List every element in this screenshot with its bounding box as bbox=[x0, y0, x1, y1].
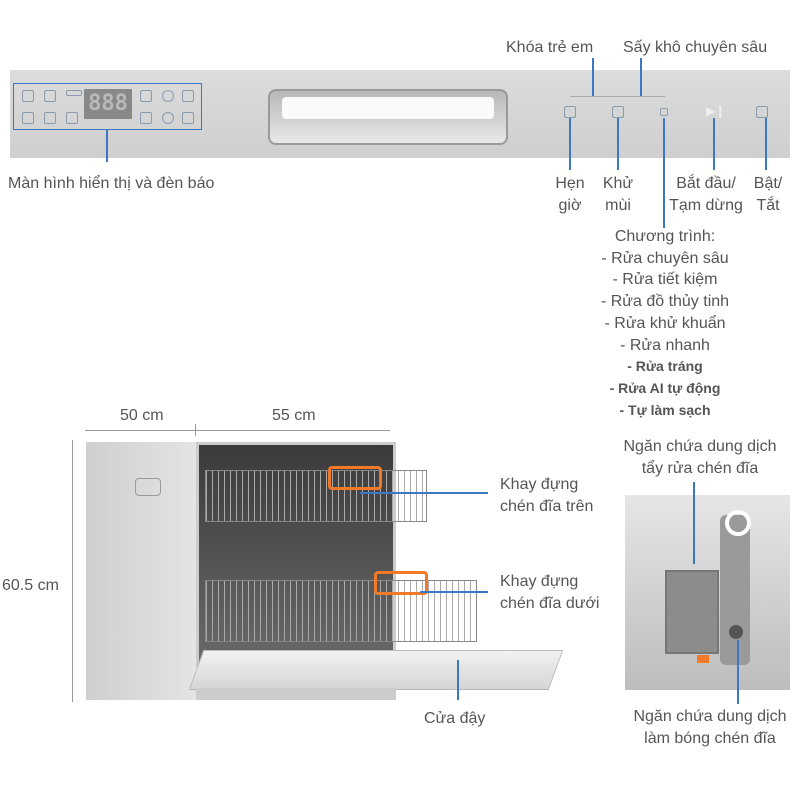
indicator-icon bbox=[44, 90, 56, 102]
lower-rack bbox=[205, 580, 477, 642]
timer-button[interactable] bbox=[564, 106, 576, 118]
depth-dimension: 50 cm bbox=[120, 407, 164, 424]
upper-rack bbox=[205, 470, 427, 522]
child-lock-label: Khóa trẻ em bbox=[506, 39, 594, 56]
indicator-icon bbox=[22, 112, 34, 124]
detergent-compartment-photo bbox=[625, 495, 790, 690]
door-handle bbox=[268, 89, 508, 145]
programs-list: Chương trình: - Rửa chuyên sâu - Rửa tiế… bbox=[600, 228, 730, 418]
indicator-icon bbox=[22, 90, 34, 102]
digit-display: 888 bbox=[84, 89, 132, 119]
upper-rack-handle bbox=[328, 466, 382, 490]
dishwasher-base bbox=[196, 688, 396, 700]
lock-icon bbox=[182, 112, 194, 124]
dishwasher-body bbox=[86, 442, 196, 700]
sun-icon bbox=[162, 90, 174, 102]
height-dimension: 60.5 cm bbox=[2, 575, 59, 597]
power-label: Bật/Tắt bbox=[753, 175, 783, 214]
refresh-icon bbox=[162, 112, 174, 124]
indicator-icon bbox=[44, 112, 56, 124]
indicator-icon bbox=[66, 112, 78, 124]
width-dimension: 55 cm bbox=[272, 407, 316, 424]
indicator-icon bbox=[66, 90, 82, 96]
deep-dry-label: Sấy khô chuyên sâu bbox=[623, 39, 768, 56]
display-label: Màn hình hiển thị và đèn báo bbox=[8, 175, 215, 192]
auto-icon bbox=[140, 90, 152, 102]
start-pause-label: Bắt đầu/Tạm dừng bbox=[669, 175, 743, 214]
dishwasher-logo bbox=[135, 478, 161, 496]
deodorize-button[interactable] bbox=[612, 106, 624, 118]
lower-rack-handle bbox=[374, 571, 428, 595]
power-button[interactable] bbox=[756, 106, 768, 118]
open-door bbox=[188, 650, 564, 690]
play-pause-icon[interactable]: ▶❙ bbox=[706, 104, 726, 118]
display-indicator-box: 888 bbox=[13, 83, 202, 130]
swap-icon bbox=[182, 90, 194, 102]
indicator-icon bbox=[140, 112, 152, 124]
program-button[interactable] bbox=[660, 108, 668, 116]
door-label: Cửa đậy bbox=[424, 710, 486, 727]
